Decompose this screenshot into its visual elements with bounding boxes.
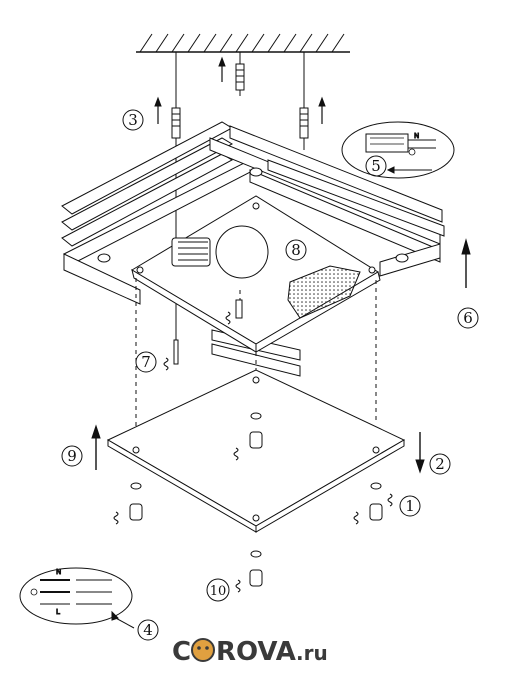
live-label: L (56, 608, 60, 616)
wiring-inset-top: N (341, 121, 455, 179)
svg-text:4: 4 (143, 621, 153, 639)
spring-icons (113, 311, 393, 593)
fixing-knobs (129, 299, 383, 587)
wiring-inset-bottom: N L (19, 567, 135, 629)
neutral-label-bottom: N (56, 568, 61, 576)
step-9-callout: 9 (61, 445, 83, 467)
step-10-callout: 10 (206, 578, 230, 602)
svg-text:6: 6 (463, 309, 473, 327)
cow-face-icon (191, 638, 215, 662)
step-6-callout: 6 (457, 307, 479, 329)
glass-panel (106, 369, 406, 533)
mounting-anchors (171, 52, 309, 340)
step-2-callout: 2 (429, 453, 451, 475)
step-8-callout: 8 (285, 239, 307, 261)
svg-text:10: 10 (210, 584, 227, 599)
svg-text:1: 1 (405, 497, 415, 515)
svg-text:5: 5 (371, 157, 381, 175)
step-5-callout: 5 (365, 155, 387, 177)
watermark-logo: C ROVA .ru (172, 637, 328, 667)
step-1-callout: 1 (399, 495, 421, 517)
watermark-prefix: C (172, 637, 191, 667)
bulb-icon (171, 225, 269, 279)
watermark-domain: .ru (296, 641, 328, 665)
step-7-callout: 7 (135, 351, 157, 373)
svg-text:3: 3 (128, 111, 138, 129)
watermark-suffix: ROVA (216, 637, 296, 667)
svg-text:7: 7 (141, 353, 151, 371)
wooden-frame (61, 121, 445, 377)
neutral-label: N (414, 132, 419, 140)
svg-text:8: 8 (291, 241, 301, 259)
step-3-callout: 3 (122, 109, 144, 131)
step-4-callout: 4 (137, 619, 159, 641)
up-arrow-icons (154, 56, 326, 124)
direction-arrows (91, 238, 471, 474)
step-callouts: 3 5 8 6 7 9 2 1 (61, 109, 479, 641)
ceiling (136, 33, 350, 53)
svg-text:2: 2 (435, 455, 445, 473)
svg-text:9: 9 (67, 447, 77, 465)
